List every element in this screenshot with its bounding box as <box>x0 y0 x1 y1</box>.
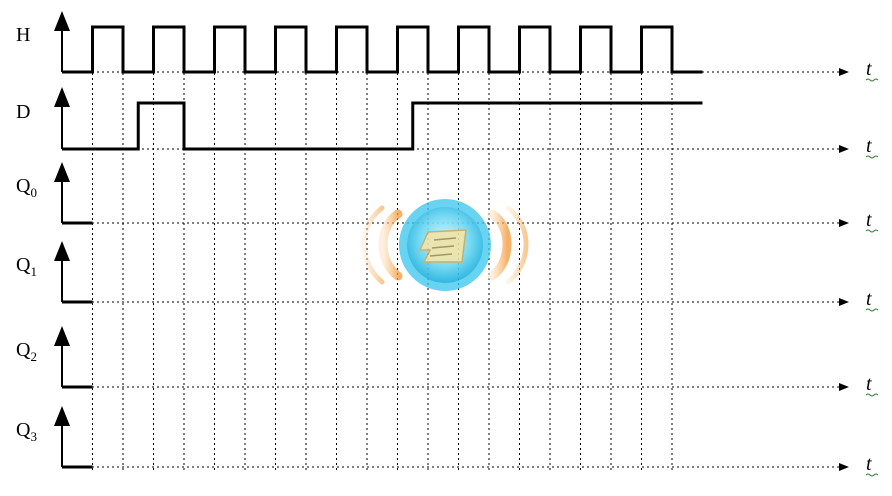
signal-row-H: Ht <box>16 11 879 82</box>
time-label-underline-D <box>865 155 879 159</box>
time-label-underline-Q0 <box>865 229 879 233</box>
signal-waveform-H <box>62 25 703 74</box>
time-label-Q2: t <box>866 373 872 395</box>
signal-row-Q3: Q3 t <box>16 406 879 477</box>
time-label-H: t <box>866 58 872 80</box>
signal-subscript-Q1: 1 <box>30 264 37 279</box>
signal-label-H: H <box>16 24 30 46</box>
signal-row-D: Dt <box>16 87 879 159</box>
signal-label-Q1: Q1 <box>16 254 37 279</box>
signal-label-Q3: Q3 <box>16 419 37 444</box>
time-label-Q0: t <box>866 209 872 231</box>
time-label-underline-Q1 <box>865 308 879 312</box>
time-label-Q1: t <box>866 288 872 310</box>
time-label-Q3: t <box>866 453 872 475</box>
signal-row-Q0: Q0 t <box>16 162 879 233</box>
time-label-underline-H <box>865 78 879 82</box>
signal-subscript-Q0: 0 <box>30 185 37 200</box>
signal-waveform-D <box>62 101 703 151</box>
signal-row-Q2: Q2 t <box>16 326 879 397</box>
signal-subscript-Q3: 3 <box>30 429 37 444</box>
signal-label-Q2: Q2 <box>16 339 37 364</box>
signal-subscript-Q2: 2 <box>30 349 37 364</box>
time-label-underline-Q2 <box>865 393 879 397</box>
watermark-logo <box>361 199 529 291</box>
signal-label-D: D <box>16 101 30 123</box>
signal-label-Q0: Q0 <box>16 175 37 200</box>
time-label-D: t <box>866 135 872 157</box>
time-label-underline-Q3 <box>865 473 879 477</box>
